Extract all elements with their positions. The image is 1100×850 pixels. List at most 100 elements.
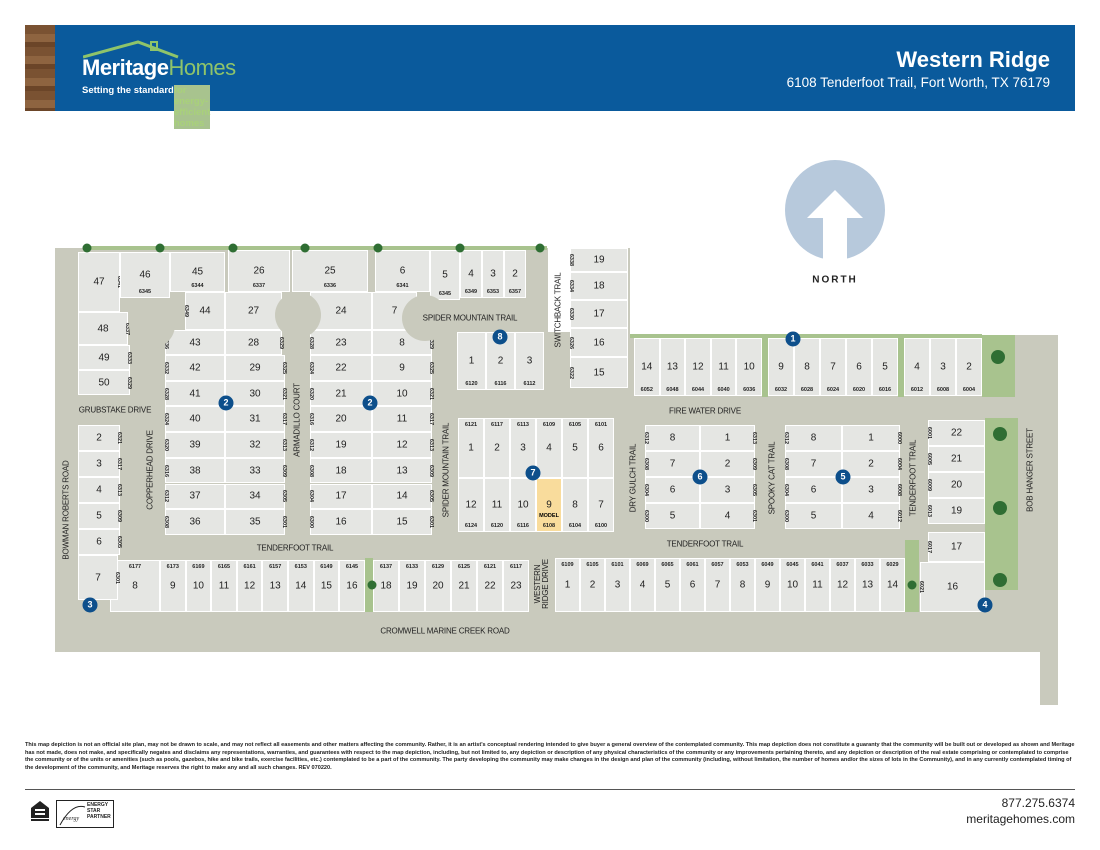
lot[interactable]: 436336 [163,330,225,355]
lot[interactable]: 276333 [225,292,284,330]
phase-marker[interactable]: 4 [977,597,993,613]
website-link[interactable]: meritagehomes.com [966,812,1075,826]
phase-marker[interactable]: 5 [835,469,851,485]
phase-marker[interactable]: 6 [692,469,708,485]
phase-marker[interactable]: 2 [218,395,234,411]
phase-marker[interactable]: 8 [492,329,508,345]
phase-marker[interactable]: 3 [82,597,98,613]
